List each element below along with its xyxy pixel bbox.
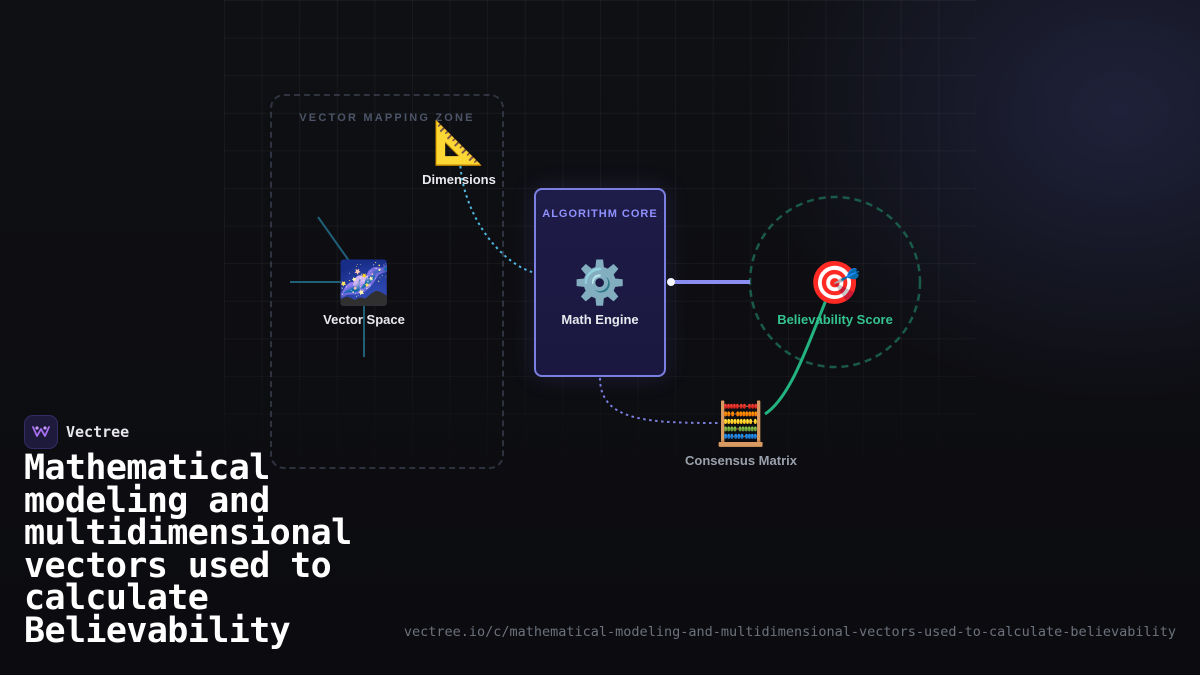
node-believability-score[interactable]: 🎯 Believability Score bbox=[755, 258, 915, 327]
algorithm-core: ALGORITHM CORE bbox=[534, 188, 666, 377]
vector-ray-diagonal bbox=[317, 216, 365, 283]
node-label: Consensus Matrix bbox=[685, 453, 797, 468]
abacus-icon: 🧮 bbox=[714, 399, 768, 448]
core-to-consensus-link bbox=[599, 377, 723, 424]
brand-name: Vectree bbox=[66, 423, 130, 441]
vectree-logo-icon bbox=[24, 415, 58, 449]
vector-mapping-zone: VECTOR MAPPING ZONE bbox=[270, 94, 504, 469]
dimensions-to-core-link bbox=[459, 159, 533, 273]
core-label: ALGORITHM CORE bbox=[542, 208, 658, 220]
node-math-engine[interactable]: ⚙️ Math Engine bbox=[520, 258, 680, 327]
page-url[interactable]: vectree.io/c/mathematical-modeling-and-m… bbox=[403, 624, 1176, 640]
node-label: Believability Score bbox=[777, 312, 893, 327]
zone-label: VECTOR MAPPING ZONE bbox=[299, 112, 475, 124]
node-dimensions[interactable]: 📐 Dimensions bbox=[379, 118, 539, 187]
milky-way-icon: 🌌 bbox=[337, 258, 391, 307]
gear-icon: ⚙️ bbox=[573, 258, 627, 307]
page-title: Mathematical modeling and multidimension… bbox=[24, 448, 352, 651]
triangular-ruler-icon: 📐 bbox=[432, 118, 486, 167]
brand[interactable]: Vectree bbox=[24, 415, 129, 449]
node-label: Dimensions bbox=[422, 172, 496, 187]
node-label: Math Engine bbox=[561, 312, 639, 327]
node-consensus-matrix[interactable]: 🧮 Consensus Matrix bbox=[661, 399, 821, 468]
core-output-port bbox=[667, 278, 675, 286]
direct-hit-target-icon: 🎯 bbox=[808, 258, 862, 307]
node-vector-space[interactable]: 🌌 Vector Space bbox=[284, 258, 444, 327]
node-label: Vector Space bbox=[323, 312, 405, 327]
consensus-to-score-link bbox=[764, 299, 828, 416]
